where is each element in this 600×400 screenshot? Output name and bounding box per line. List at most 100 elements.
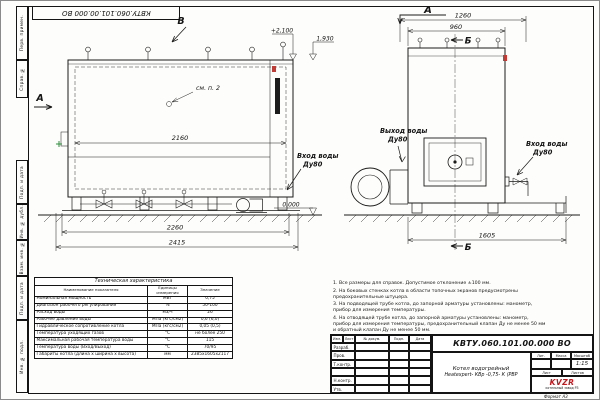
lit-value [531,359,551,369]
product-name-line1: Котел водогрейный [452,366,510,373]
tech-name: Температура воды (Вход/Выход) [34,344,148,353]
col-doc: № докум. [355,335,389,343]
company-logo: KVZR [549,378,575,388]
dim-front-base: 2260 [167,224,184,232]
cell-empty [355,368,389,376]
elevation-mid: 1,930 [316,36,333,43]
table-row: Диапазон рабочего регулирования%50-100 [34,302,234,311]
tech-table: Техническая характеристика Наименование … [33,277,234,360]
tech-table-title: Техническая характеристика [33,277,234,286]
drawing-texts: 2160 2260 2415 1260 960 1605 +2,100 1,93… [35,5,567,253]
tech-header-value: Значение [186,284,234,297]
tech-header-units: Единицы измерения [147,284,188,297]
dim-side-base: 1605 [479,232,496,240]
product-name: Котел водогрейный Heatexpert- КВр -0,75-… [431,352,531,393]
margin-cell-podp-data-1: Подп. и дата [16,160,28,204]
tech-units: % [147,302,188,311]
mass-value [551,359,571,369]
margin-cell-inv-dubl: Инв. № дубл. [16,204,28,240]
pump [236,198,250,212]
scale-header: Масштаб [571,352,593,359]
doc-code: КВТУ.060.101.00.000 ВО [431,335,593,352]
tech-units: МПа (кгс/см2) [147,323,188,332]
side-view [350,34,567,250]
tech-name: Диапазон рабочего регулирования [34,302,148,311]
note-1: 1. Все размеры для справок. Допустимое о… [333,281,491,286]
tech-units: °С [147,344,188,353]
inlet-front-label-2: Ду80 [302,161,323,169]
elevation-top: +2,100 [271,28,293,35]
col-data: Дата [409,335,431,343]
tech-value: 26 [186,309,234,318]
tech-units: °С [147,337,188,346]
tech-value: 115 [186,337,234,346]
inlet-side-label-2: Ду80 [532,149,553,157]
inlet-side-label-1: Вход воды [526,140,567,148]
tech-units: м3/ч [147,309,188,318]
product-name-line2: Heatexpert- КВр -0,75- К (РВР [444,372,518,378]
marker-v: В [177,16,184,27]
role-razrab: Разраб. [331,343,355,351]
outlet-label-2: Ду80 [387,136,408,144]
company-cell: KVZR котельный завод РЗ [531,376,593,393]
cell-empty [389,385,409,393]
tech-value: 0,75 [186,295,234,304]
cell-empty [409,343,431,351]
role-prov: Пров. [331,351,355,360]
dimension-lines [34,14,567,251]
see-note-label: см. п. 2 [196,85,220,92]
note-4: 4. На отводящей трубе котла, до запорной… [333,316,546,334]
doc-code-rotated: КВТУ.060.101.00.000 ВО [32,6,180,20]
cell-empty [389,376,409,385]
margin-cell-inv-podl: Инв. № подл. [16,320,28,393]
marker-b-top: Б [465,37,472,47]
outlet-label-1: Выход воды [380,127,427,135]
tech-name: Температура уходящих газов [34,330,148,339]
margin-cell-podp-data-2: Подп. и дата [16,276,28,320]
margin-cell-sprav: Справ. № [16,60,28,98]
company-name: котельный завод РЗ [545,386,579,391]
tech-units: °С [147,330,188,339]
tech-name: Расход воды [34,309,148,318]
tech-value: 70/95 [186,344,234,353]
note-2: 2. На боковых стенках котла в области то… [333,288,518,300]
tech-units: мм [147,351,188,360]
notes-block: 1. Все размеры для справок. Допустимое о… [333,281,547,336]
front-ground [38,214,322,223]
front-view [60,41,300,213]
inlet-front-label-1: Вход воды [297,152,338,160]
stamp-marks [56,55,507,147]
dim-front-overall: 2415 [169,239,186,247]
elevation-zero: 0,000 [282,202,299,209]
tech-name: Рабочее давление воды [34,316,148,325]
cell-empty [355,351,389,360]
cell-empty [389,368,409,376]
tech-name: Номинальная мощность [34,295,148,304]
mass-header: Масса [551,352,571,359]
tech-value: 50-100 [186,302,234,311]
tech-name: Габариты котла (длина х ширина х высота) [34,351,148,360]
lit-header: Лит. [531,352,551,359]
margin-cell-vzam-inv: Взам. инв. № [16,240,28,276]
marker-b-bottom: Б [465,243,472,253]
cell-empty [409,351,431,360]
note-3: 3. На подводящей трубе котла, до запорно… [333,302,533,314]
sheet-frame [28,6,594,394]
cell-empty [409,385,431,393]
table-row: Габариты котла (длина х ширина х высота)… [34,351,234,360]
dim-side-top: 1260 [455,12,472,20]
role-nkontr: Н.контр. [331,376,355,385]
tech-name: Максимальная рабочая температура воды [34,337,148,346]
cell-empty [355,343,389,351]
cell-empty [355,385,389,393]
cell-empty [355,360,389,368]
title-block: Изм. Лист № докум. Подп. Дата Разраб. Пр… [330,334,594,394]
flue-outlet [350,167,390,207]
tech-name: Гидравлическое сопротивление котла [34,323,148,332]
